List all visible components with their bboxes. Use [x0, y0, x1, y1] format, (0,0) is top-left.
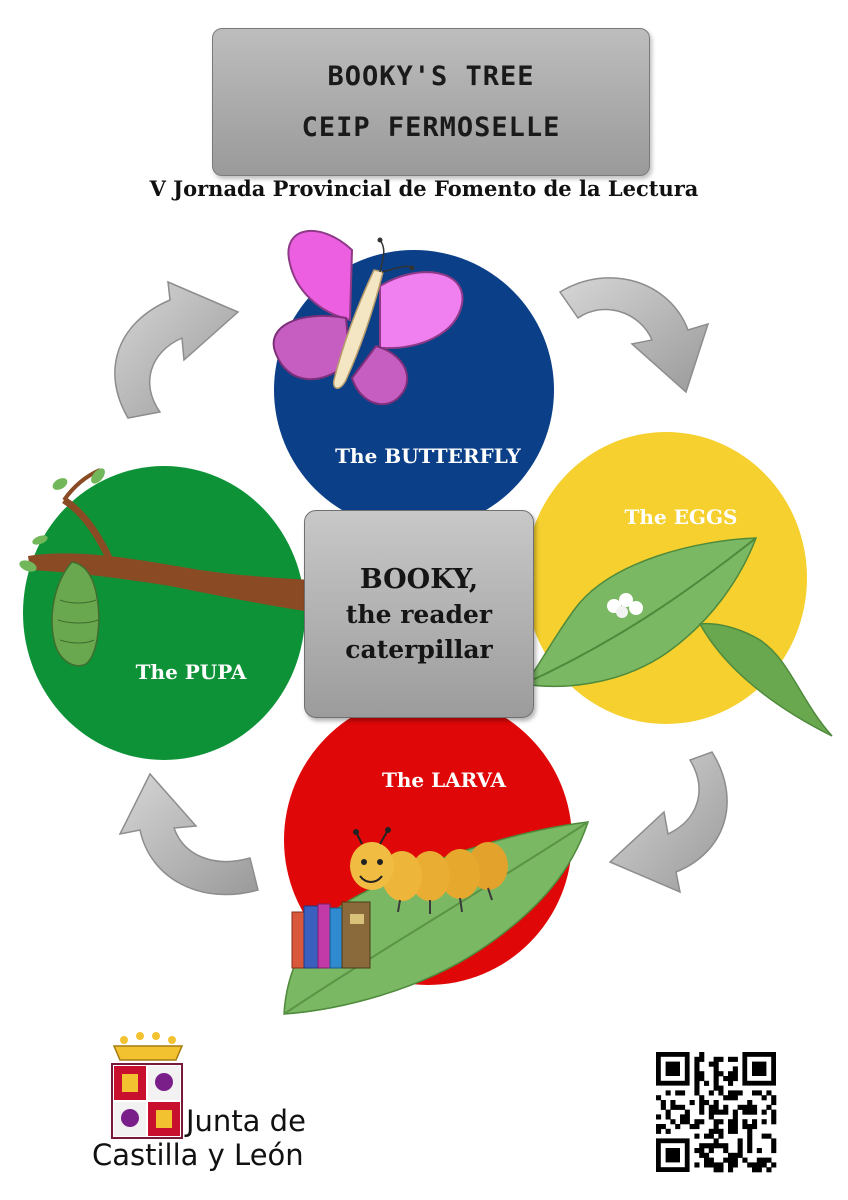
eggs-leaf-icon: [522, 537, 833, 737]
chrysalis-icon: [51, 561, 100, 667]
center-line-2: the reader: [345, 600, 493, 630]
arrow-top-right-icon: [558, 277, 710, 394]
center-line-3: caterpillar: [345, 634, 493, 664]
books-icon: [291, 901, 371, 969]
larva-label: The LARVA: [381, 768, 507, 792]
logo-line-2: Castilla y León: [92, 1138, 304, 1172]
logo-line-1: Junta de: [186, 1104, 306, 1138]
qr-code-icon: [656, 1052, 777, 1173]
title-box: BOOKY'S TREE CEIP FERMOSELLE: [212, 28, 650, 176]
arrow-bottom-left-icon: [118, 772, 259, 896]
arrow-top-left-icon: [114, 280, 240, 419]
title-line-1: BOOKY'S TREE: [327, 60, 535, 92]
caterpillar-icon: [350, 827, 508, 914]
pupa-label: The PUPA: [135, 660, 247, 684]
subtitle: V Jornada Provincial de Fomento de la Le…: [149, 176, 699, 201]
center-line-1: BOOKY,: [359, 563, 479, 595]
eggs-label: The EGGS: [624, 505, 738, 529]
title-line-2: CEIP FERMOSELLE: [301, 112, 561, 143]
butterfly-icon: [272, 229, 464, 406]
arrow-bottom-right-icon: [608, 751, 728, 894]
butterfly-label: The BUTTERFLY: [335, 444, 521, 468]
pupa-circle: [23, 466, 305, 760]
center-box: BOOKY, the reader caterpillar: [304, 510, 534, 718]
coat-of-arms-icon: [111, 1032, 184, 1139]
branch-icon: [19, 468, 312, 612]
